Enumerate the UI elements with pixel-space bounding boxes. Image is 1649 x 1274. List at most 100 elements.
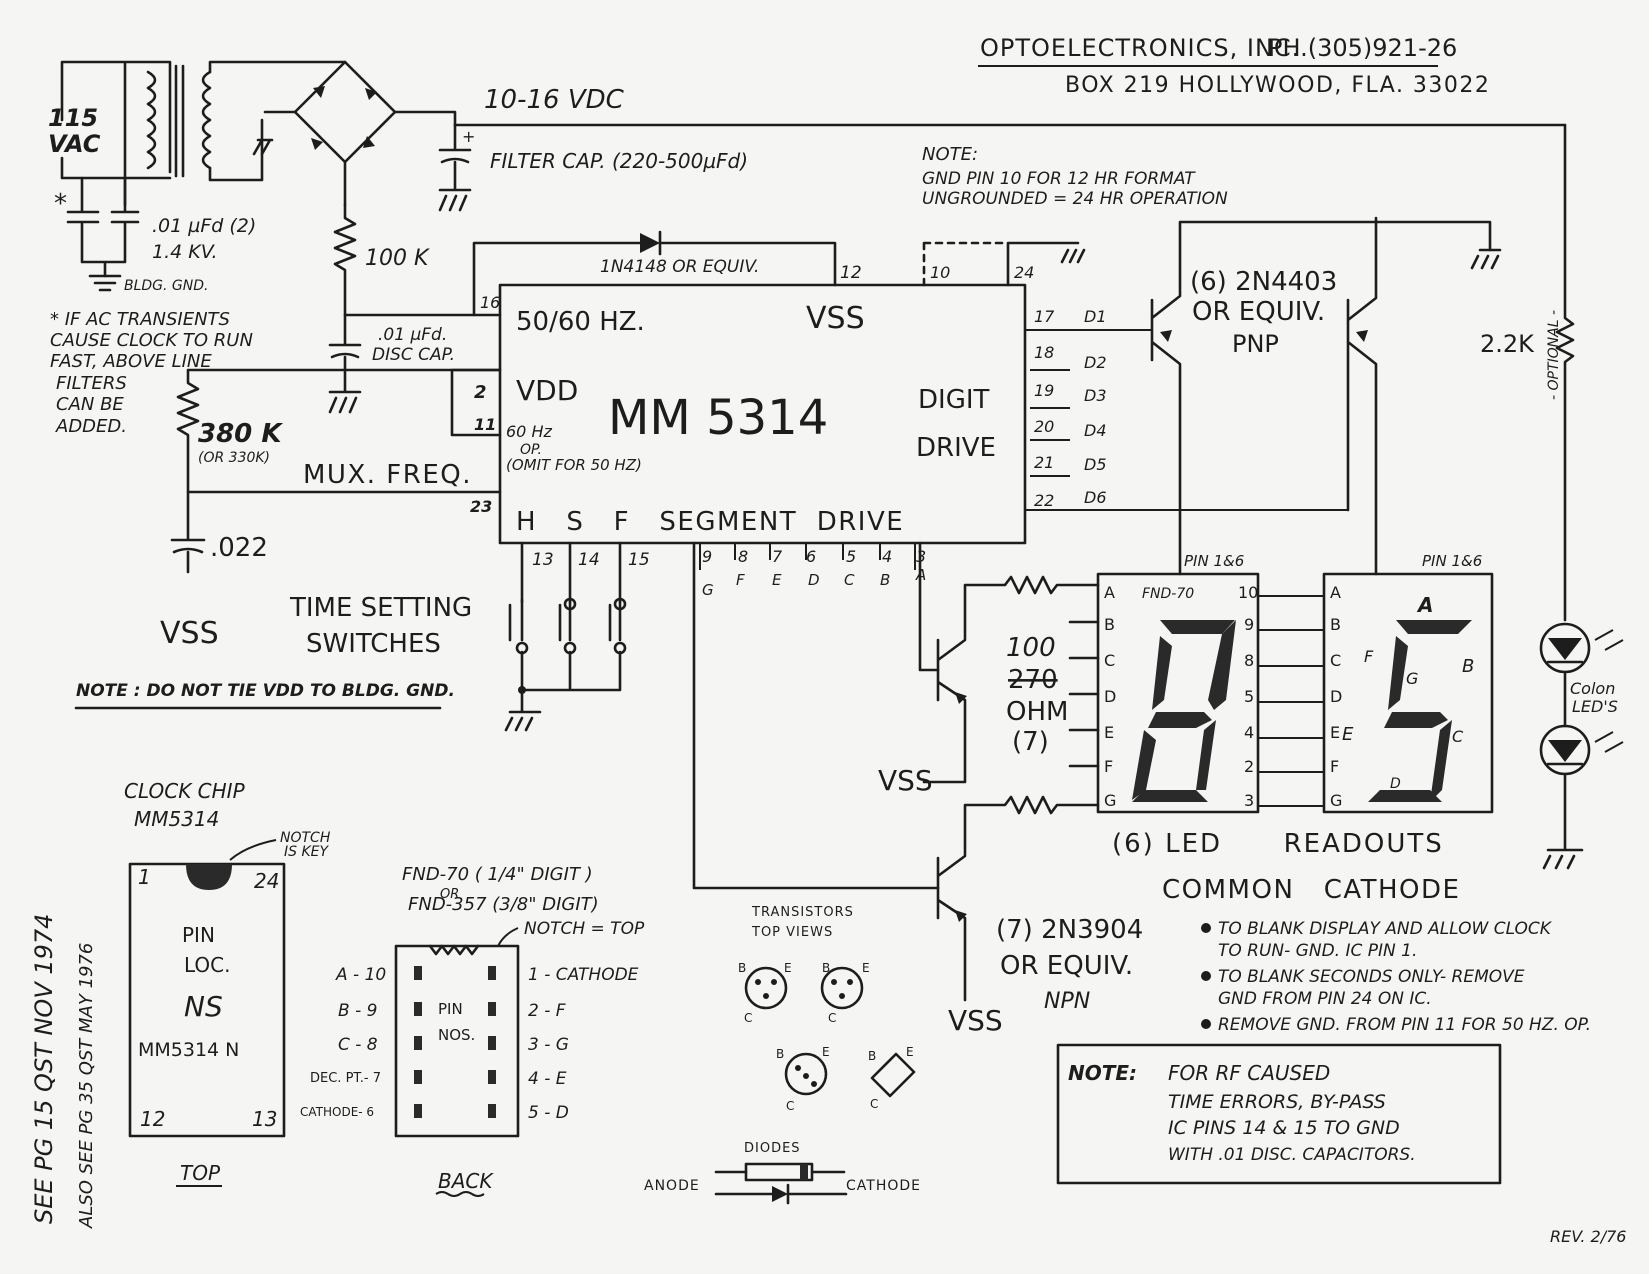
pin-4: 4	[882, 547, 892, 566]
clock-chip-body-2: LOC.	[184, 953, 231, 977]
fnd-right-3: 3 - G	[528, 1035, 569, 1055]
segment-driver-network: 100 270 OHM (7) VSS VSS	[878, 575, 1100, 1037]
readout-pin-label-right: PIN 1&6	[1422, 552, 1482, 570]
pnp-part: (6) 2N4403	[1190, 267, 1337, 297]
note-blank-display-1: TO BLANK DISPLAY AND ALLOW CLOCK	[1218, 919, 1553, 939]
segment-f: F	[1364, 647, 1374, 666]
rf-note-box: NOTE: FOR RF CAUSED TIME ERRORS, BY-PASS…	[1056, 1043, 1502, 1185]
clock-chip-pin-12: 12	[140, 1107, 165, 1131]
diode-orientation: DIODES ANODE CATHODE	[644, 1141, 920, 1205]
npn-vss-top: VSS	[878, 764, 933, 797]
transient-note-5: CAN BE	[56, 394, 124, 415]
note-blank-seconds-2: GND FROM PIN 24 ON IC.	[1218, 989, 1432, 1009]
transient-note-4: FILTERS	[56, 373, 127, 394]
readout-right-pin-c: C	[1330, 651, 1341, 670]
hour-note-line2: UNGROUNDED = 24 HR OPERATION	[922, 189, 1228, 209]
rf-note-title: NOTE:	[1068, 1061, 1137, 1085]
ic-bottom-label: H S F SEGMENT DRIVE	[516, 507, 904, 537]
ic-digit: DIGIT	[918, 385, 990, 415]
pin-7: 7	[772, 547, 783, 566]
fnd-left-3: C - 8	[338, 1035, 378, 1055]
pin-22: 22	[1034, 491, 1054, 510]
resistor-100k: 100 K	[365, 246, 430, 271]
readout-right-pin-g: G	[1330, 791, 1342, 810]
filter-cap-plus: +	[462, 127, 475, 146]
seg-f: F	[736, 571, 745, 589]
rf-note-line1: FOR RF CAUSED	[1168, 1061, 1330, 1085]
readout-left-pin-a: A	[1104, 583, 1115, 602]
clock-chip-top: TOP	[180, 1161, 221, 1185]
ic-60hz: 60 Hz	[506, 422, 552, 441]
cap-022: .022	[210, 533, 268, 563]
fnd-title-1: FND-70 ( 1/4" DIGIT )	[402, 864, 593, 885]
transistor-top-views: TRANSISTORS TOP VIEWS B E C B E C B E C …	[738, 905, 916, 1113]
segment-c: C	[1452, 727, 1464, 746]
clock-chip-part: MM5314	[134, 807, 219, 831]
npn-equiv: OR EQUIV.	[1000, 951, 1133, 981]
optional-label: - OPTIONAL -	[1546, 310, 1562, 400]
rf-note-line3: IC PINS 14 & 15 TO GND	[1168, 1117, 1400, 1139]
segment-b: B	[1462, 656, 1474, 677]
digit-d2: D2	[1084, 353, 1107, 372]
switches-label-2: SWITCHES	[306, 629, 441, 659]
readout-pin-4: 4	[1244, 723, 1254, 742]
hour-note-title: NOTE:	[922, 144, 978, 165]
ic-name: MM 5314	[608, 390, 828, 446]
fnd-right-4: 4 - E	[528, 1069, 567, 1089]
trans1-b: B	[738, 961, 746, 975]
readout-left-pin-f: F	[1104, 757, 1113, 776]
pnp-equiv: OR EQUIV.	[1192, 297, 1325, 327]
rf-note-line2: TIME ERRORS, BY-PASS	[1168, 1091, 1386, 1113]
segment-e: E	[1342, 724, 1354, 745]
transistor-views-title-1: TRANSISTORS	[751, 905, 854, 920]
pnp-digit-drivers: (6) 2N4403 OR EQUIV. PNP	[1150, 216, 1502, 576]
pin-11: 11	[474, 415, 496, 434]
fnd-back: BACK	[438, 1169, 494, 1193]
readout-pin-3: 3	[1244, 791, 1254, 810]
clock-chip-pin-24: 24	[254, 869, 279, 893]
readout-left-pin-d: D	[1104, 687, 1116, 706]
pin-20: 20	[1034, 417, 1054, 436]
trans3-c: C	[786, 1099, 794, 1113]
company-name: OPTOELECTRONICS, INC.	[980, 34, 1300, 62]
fnd-title-or: OR	[440, 887, 459, 902]
npn-vss-bottom: VSS	[948, 1004, 1003, 1037]
resistor-2-2k: 2.2K	[1480, 330, 1535, 358]
transient-note-3: FAST, ABOVE LINE	[50, 351, 212, 372]
trans4-b: B	[868, 1049, 876, 1063]
pin-5: 5	[846, 547, 856, 566]
time-setting-switches: TIME SETTING SWITCHES NOTE : DO NOT TIE …	[74, 541, 627, 732]
pin-8: 8	[738, 547, 748, 566]
seg-c: C	[844, 571, 855, 589]
readout-right-pin-a: A	[1330, 583, 1341, 602]
clock-chip-pinout: CLOCK CHIP MM5314 NOTCH IS KEY 1 24 12 1…	[124, 779, 331, 1187]
clock-chip-notch-1: NOTCH	[280, 830, 331, 846]
fnd-left-2: B - 9	[338, 1001, 377, 1021]
pin-9: 9	[702, 547, 712, 566]
segment-g: G	[1406, 669, 1418, 688]
trans3-e: E	[822, 1045, 830, 1059]
seg-resistor-270: 270	[1008, 665, 1058, 695]
mux-network: 100 K .01 µFd. DISC CAP. 380 K (OR 330K)…	[160, 203, 502, 651]
readout-left-pin-e: E	[1104, 723, 1114, 742]
led-readout-right: PIN 1&6 A B C D E F G A B C D E F G	[1322, 552, 1494, 814]
resistor-380k-alt: (OR 330K)	[198, 450, 270, 466]
fnd-right-5: 5 - D	[528, 1103, 569, 1123]
pin-19: 19	[1034, 381, 1054, 400]
pin-13: 13	[532, 550, 554, 570]
mux-vss: VSS	[160, 616, 219, 651]
ac-voltage-line1: 115	[48, 104, 98, 132]
vdd-gnd-note: NOTE : DO NOT TIE VDD TO BLDG. GND.	[76, 681, 455, 701]
filter-cap-label: FILTER CAP. (220-500µFd)	[490, 149, 748, 173]
transient-note-1: * IF AC TRANSIENTS	[50, 309, 230, 330]
fnd-left-4: DEC. PT.- 7	[310, 1071, 381, 1086]
diodes-title: DIODES	[744, 1141, 801, 1156]
readout-pin-8: 8	[1244, 651, 1254, 670]
segment-d: D	[1390, 776, 1401, 792]
diode-anode: ANODE	[644, 1178, 700, 1194]
asterisk-mark: *	[54, 189, 67, 219]
fnd-right-1: 1 - CATHODE	[528, 965, 639, 985]
pin-6: 6	[806, 547, 816, 566]
trans1-e: E	[784, 961, 792, 975]
